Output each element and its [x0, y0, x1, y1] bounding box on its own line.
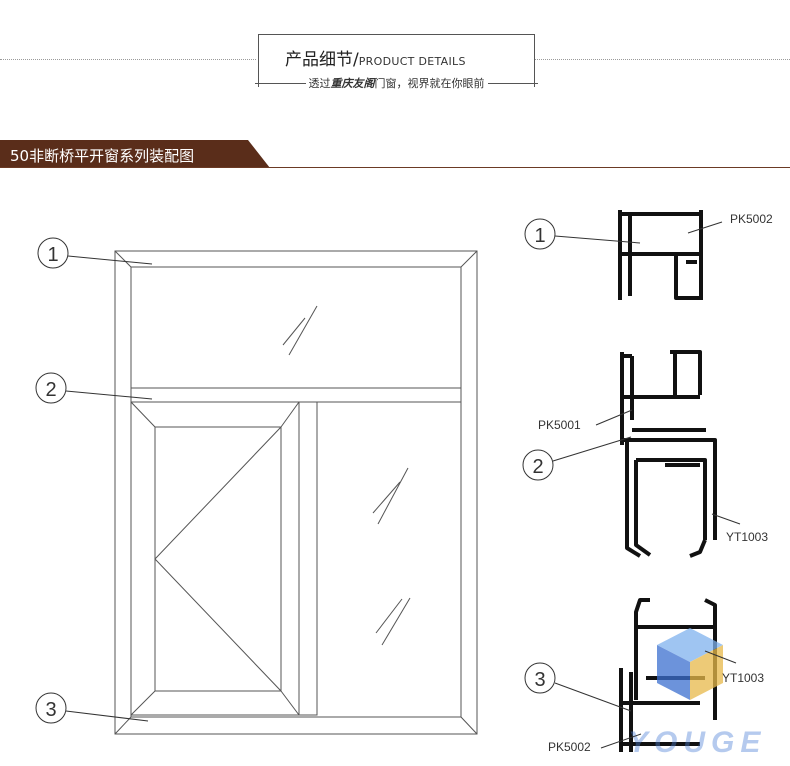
label-yt1003-bot: YT1003	[722, 671, 764, 685]
sash-opening-icon	[154, 426, 282, 692]
label-pk5002-bottom: PK5002	[548, 740, 591, 754]
glass-reflection-icon	[282, 317, 306, 346]
transom-bar	[130, 387, 462, 403]
subtitle-suffix: 门窗，视界就在你眼前	[374, 77, 485, 90]
header-dotted-rule-right	[535, 59, 790, 60]
header-dotted-rule-left	[0, 59, 256, 60]
window-elevation	[114, 250, 478, 735]
svg-text:3: 3	[45, 699, 56, 721]
outer-frame	[114, 250, 478, 735]
callout-2-right: 2	[522, 436, 632, 481]
subtitle-rule-right	[487, 82, 538, 84]
svg-text:1: 1	[534, 225, 545, 247]
svg-text:1: 1	[47, 244, 58, 266]
logo-watermark: YOUGE	[628, 628, 766, 759]
sash-glass	[154, 426, 282, 692]
glass-reflection-icon	[372, 481, 401, 514]
mullion	[298, 401, 318, 716]
profile-section-1	[618, 210, 703, 300]
label-pk5001: PK5001	[538, 418, 581, 432]
header-title-cn: 产品细节/	[285, 50, 359, 70]
callout-3-left: 3	[35, 692, 149, 724]
profile-section-2	[620, 350, 717, 558]
watermark-text: YOUGE	[628, 726, 766, 759]
header-subtitle: 透过重庆友阁门窗，视界就在你眼前	[255, 75, 538, 91]
banner-background	[0, 140, 270, 168]
section-banner: 50非断桥平开窗系列装配图	[0, 140, 270, 168]
callout-1-right: 1	[524, 218, 641, 250]
product-details-header: 产品细节/PRODUCT DETAILS 透过重庆友阁门窗，视界就在你眼前	[255, 34, 538, 90]
svg-text:2: 2	[532, 456, 543, 478]
callout-3-right: 3	[524, 662, 632, 712]
inner-frame	[130, 266, 462, 718]
svg-text:2: 2	[45, 379, 56, 401]
callout-1-left: 1	[37, 237, 153, 269]
glass-reflection-icon	[375, 598, 403, 634]
header-title: 产品细节/PRODUCT DETAILS	[285, 45, 466, 70]
label-pk5002-top: PK5002	[730, 212, 773, 226]
subtitle-prefix: 透过	[308, 77, 331, 90]
casement-sash	[130, 401, 300, 716]
subtitle-rule-left	[255, 82, 306, 84]
banner-title: 50非断桥平开窗系列装配图	[10, 147, 195, 165]
banner-underline	[0, 167, 790, 168]
svg-text:3: 3	[534, 669, 545, 691]
header-title-en: PRODUCT DETAILS	[358, 55, 466, 68]
callout-2-left: 2	[35, 372, 153, 404]
brand-script: 重庆友阁	[330, 77, 375, 90]
label-yt1003-mid: YT1003	[726, 530, 768, 544]
